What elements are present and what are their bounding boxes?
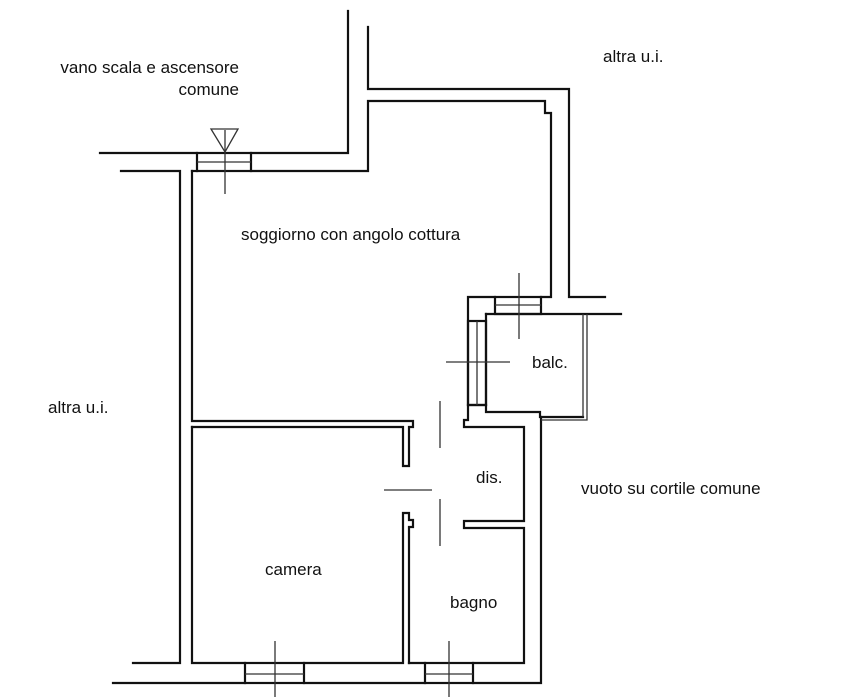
- label-courtyard: vuoto su cortile comune: [581, 479, 761, 498]
- window-balcony-side: [446, 319, 510, 407]
- label-bedroom: camera: [265, 560, 322, 579]
- label-stair-line1: vano scala e ascensore: [60, 58, 239, 77]
- exterior-walls: [98, 9, 607, 685]
- window-entrance: [195, 130, 253, 194]
- label-bathroom: bagno: [450, 593, 498, 612]
- window-balcony-top: [493, 273, 543, 339]
- door-marks: [384, 401, 441, 546]
- window-camera: [243, 641, 306, 697]
- label-other-unit-top: altra u.i.: [603, 47, 664, 66]
- label-living-room: soggiorno con angolo cottura: [241, 225, 461, 244]
- label-hall: dis.: [476, 468, 503, 487]
- label-balcony: balc.: [532, 353, 568, 372]
- entrance-arrow-icon: [209, 128, 240, 154]
- label-other-unit-left: altra u.i.: [48, 398, 109, 417]
- window-bagno: [423, 641, 475, 697]
- label-stair-line2: comune: [178, 80, 239, 99]
